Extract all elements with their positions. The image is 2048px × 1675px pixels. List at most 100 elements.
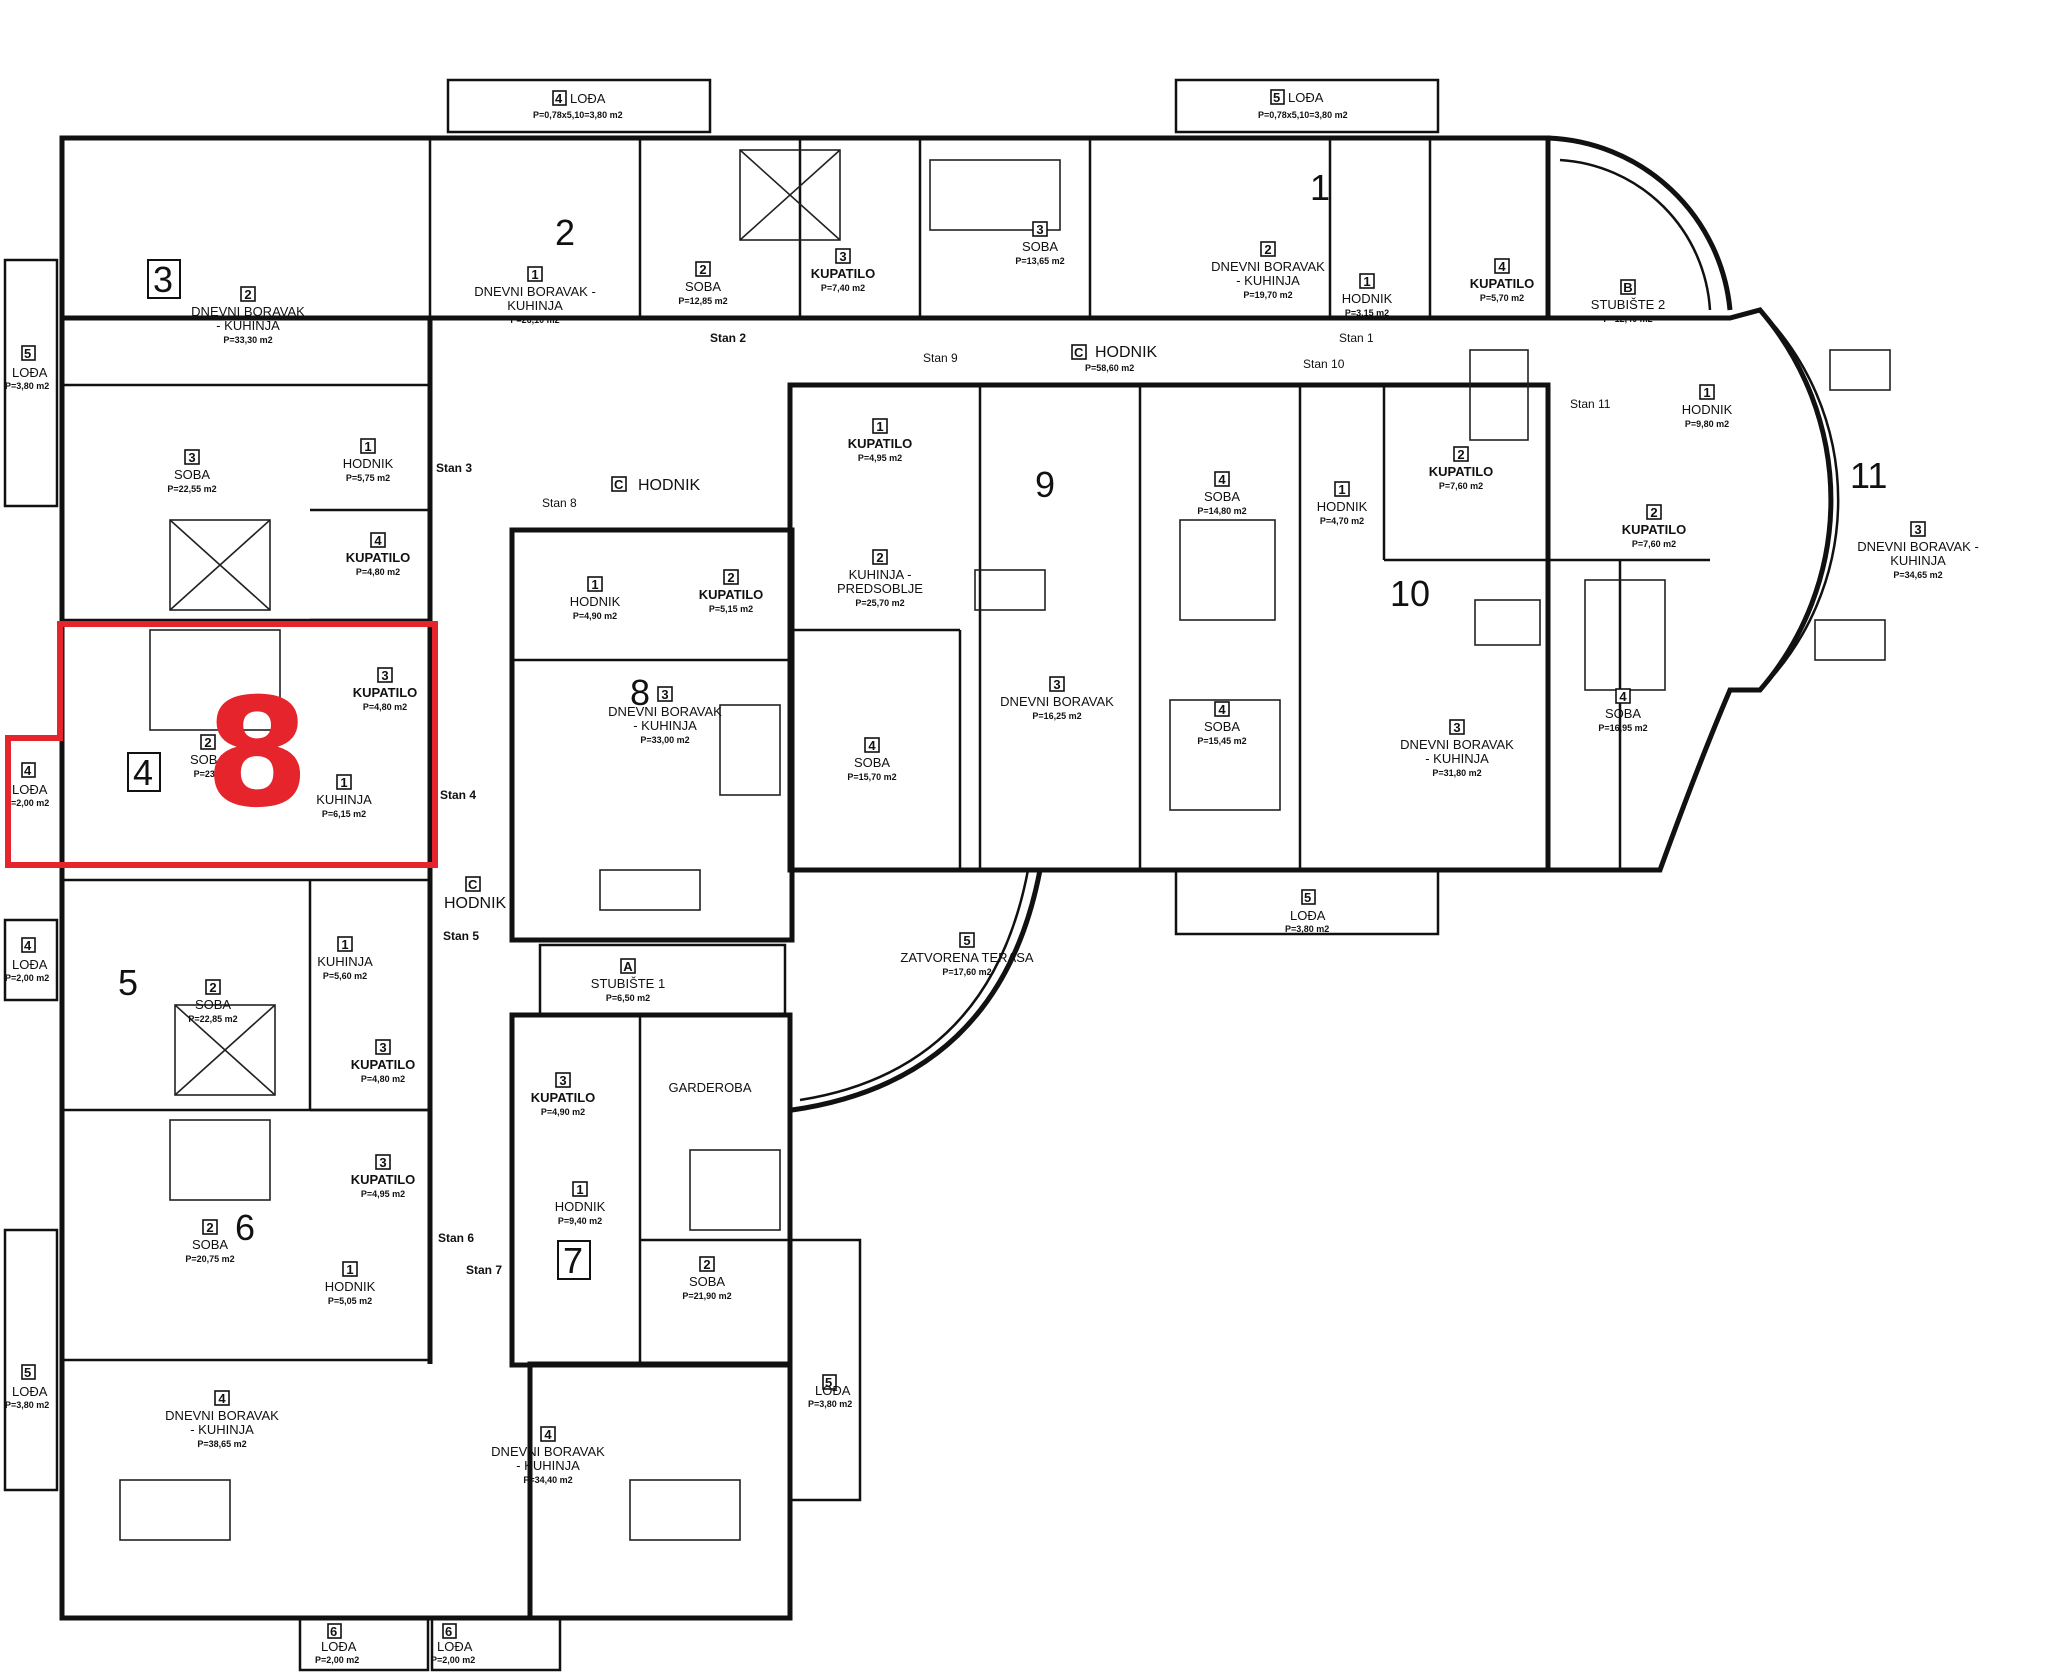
- entrance-label: Stan 6: [438, 1231, 474, 1245]
- room-name-line2: - KUHINJA: [190, 1422, 254, 1437]
- room-area: P=13,65 m2: [1015, 256, 1064, 266]
- room-area: P=22,55 m2: [167, 484, 216, 494]
- balcony-number: 5: [24, 1365, 31, 1380]
- balcony-area: P=3,80 m2: [5, 381, 49, 391]
- balcony-area: P=3,80 m2: [5, 1400, 49, 1410]
- apartment-numbers: 1 2 3 4 5 6 7 8 9 10 11: [118, 167, 1887, 1281]
- corridor-name: HODNIK: [638, 477, 701, 494]
- balcony-5-right-bottom: 5 LOĐA P=3,80 m2: [808, 1374, 852, 1409]
- room-number: 2: [209, 980, 216, 995]
- balcony-area: P=2,00 m2: [315, 1655, 359, 1665]
- room-name: SOBA: [1204, 489, 1240, 504]
- room-name: SOBA: [1204, 719, 1240, 734]
- corridor-name: HODNIK: [1095, 344, 1158, 361]
- corridor-area: P=58,60 m2: [1085, 363, 1134, 373]
- room-name-line2: - KUHINJA: [516, 1458, 580, 1473]
- room-number: 3: [381, 668, 388, 683]
- room-name: KUPATILO: [1470, 276, 1535, 291]
- balcony-area: P=2,00 m2: [5, 798, 49, 808]
- entrance-label: Stan 3: [436, 461, 472, 475]
- balcony-4-top: 4 LOĐA P=0,78x5,10=3,80 m2: [533, 90, 623, 120]
- room-name: DNEVNI BORAVAK: [608, 704, 722, 719]
- room-name-line2: KUHINJA: [1890, 553, 1946, 568]
- room-area: P=34,40 m2: [523, 1475, 572, 1485]
- balcony-area: P=3,80 m2: [808, 1399, 852, 1409]
- room-area: P=5,05 m2: [328, 1296, 372, 1306]
- room-area: P=25,70 m2: [855, 598, 904, 608]
- room-number: 4: [544, 1427, 552, 1442]
- room-area: P=15,45 m2: [1197, 736, 1246, 746]
- balcony-area: P=0,78x5,10=3,80 m2: [533, 110, 623, 120]
- balcony-number: 6: [445, 1624, 452, 1639]
- room-name: DNEVNI BORAVAK: [1211, 259, 1325, 274]
- room-number: 3: [1053, 677, 1060, 692]
- room-name-line2: - KUHINJA: [216, 318, 280, 333]
- room-area: P=19,70 m2: [1243, 290, 1292, 300]
- balcony-area: P=0,78x5,10=3,80 m2: [1258, 110, 1348, 120]
- entrance-label: Stan 1: [1339, 331, 1374, 345]
- balcony-number: 5: [24, 346, 31, 361]
- room-name: KUPATILO: [699, 587, 764, 602]
- entrance-label: Stan 4: [440, 788, 476, 802]
- room-area: P=4,80 m2: [363, 702, 407, 712]
- room-number: 3: [1453, 720, 1460, 735]
- balcony-5-bottom-right: 5 LOĐA P=3,80 m2: [1285, 889, 1329, 934]
- room-number: 4: [1218, 472, 1226, 487]
- balcony-4-left-low: 4 LOĐA P=2,00 m2: [5, 937, 49, 983]
- room-name: KUPATILO: [531, 1090, 596, 1105]
- room-name-line2: - KUHINJA: [633, 718, 697, 733]
- room-area: P=9,80 m2: [1685, 419, 1729, 429]
- entrance-label: Stan 2: [710, 331, 746, 345]
- room-area: P=5,15 m2: [709, 604, 753, 614]
- balcony-area: P=2,00 m2: [431, 1655, 475, 1665]
- room-area: P=5,70 m2: [1480, 293, 1524, 303]
- room-area: P=4,95 m2: [858, 453, 902, 463]
- room-number: 3: [1036, 222, 1043, 237]
- room-name: DNEVNI BORAVAK: [491, 1444, 605, 1459]
- room-area: P=12,85 m2: [678, 296, 727, 306]
- room-name: DNEVNI BORAVAK: [191, 304, 305, 319]
- apartment-3-number: 3: [153, 259, 173, 300]
- apartment-5-number: 5: [118, 962, 138, 1003]
- room-number: 2: [703, 1257, 710, 1272]
- balcony-number: 5: [1304, 890, 1311, 905]
- room-number: 1: [1363, 274, 1370, 289]
- room-area: P=26,10 m2: [510, 315, 559, 325]
- balcony-name: LOĐA: [570, 91, 606, 106]
- room-name: KUPATILO: [346, 550, 411, 565]
- balcony-number: 4: [555, 91, 563, 106]
- corridors: C HODNIK P=58,60 m2 C HODNIK C HODNIK: [444, 344, 1158, 912]
- balcony-4-left-mid: 4 LOĐA P=2,00 m2: [5, 762, 49, 808]
- balcony-number: 6: [330, 1624, 337, 1639]
- room-number: 3: [1914, 522, 1921, 537]
- room-name-line2: PREDSOBLJE: [837, 581, 923, 596]
- corridor-letter: C: [1074, 345, 1084, 360]
- room-number: 5: [963, 933, 970, 948]
- room-number: 2: [204, 735, 211, 750]
- room-number: 4: [374, 533, 382, 548]
- room-area: P=16,25 m2: [1032, 711, 1081, 721]
- room-number: 4: [1218, 702, 1226, 717]
- room-area: P=7,60 m2: [1439, 481, 1483, 491]
- room-name: KUPATILO: [353, 685, 418, 700]
- entrance-labels: Stan 1 Stan 2 Stan 3 Stan 4 Stan 5 Stan …: [436, 331, 1611, 1277]
- room-name: KUPATILO: [351, 1172, 416, 1187]
- room-area: P=6,50 m2: [606, 993, 650, 1003]
